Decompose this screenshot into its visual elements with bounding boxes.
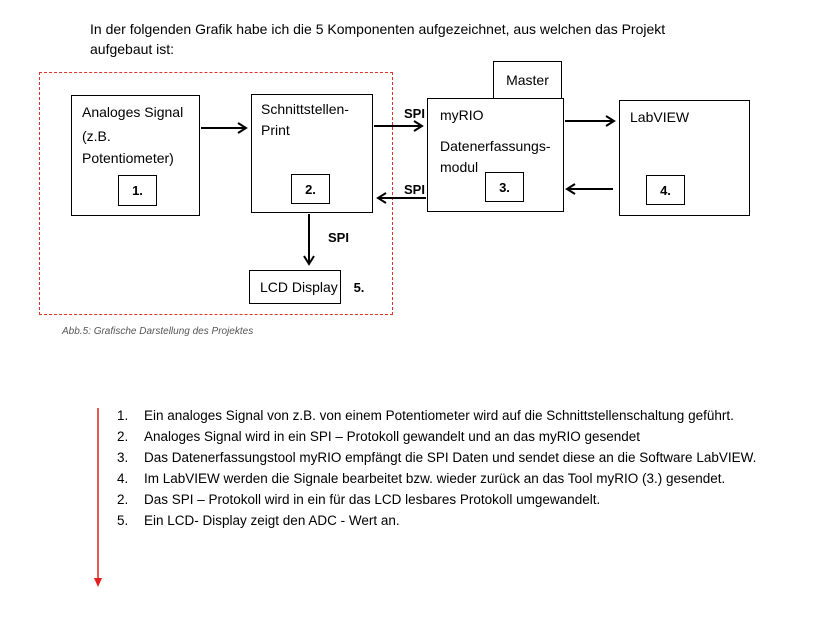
interface-print-title: Schnittstellen-	[261, 101, 349, 117]
spi-label-bottom: SPI	[404, 182, 425, 197]
figure-caption: Abb.5: Grafische Darstellung des Projekt…	[62, 326, 254, 337]
red-side-arrow	[94, 408, 102, 587]
lcd-display-label: LCD Display	[260, 279, 338, 295]
steps-list: 1.Ein analoges Signal von z.B. von einem…	[117, 405, 757, 531]
master-box: Master	[493, 61, 562, 99]
myrio-subtitle: Datenerfassungs-	[440, 138, 551, 154]
spi-label-down: SPI	[328, 230, 349, 245]
list-item: 5.Ein LCD- Display zeigt den ADC - Wert …	[117, 513, 400, 528]
myrio-title: myRIO	[440, 107, 484, 123]
analog-signal-potentiometer: Potentiometer)	[82, 150, 174, 166]
spi-label-top: SPI	[404, 106, 425, 121]
myrio-subtitle-cont: modul	[440, 159, 479, 175]
analog-signal-example: (z.B.	[82, 128, 111, 144]
myrio-number: 3.	[485, 172, 524, 202]
analog-signal-title: Analoges Signal	[82, 104, 184, 120]
analog-signal-number: 1.	[118, 175, 157, 206]
list-item: 4.Im LabVIEW werden die Signale bearbeit…	[117, 471, 726, 486]
list-item: 2.Das SPI – Protokoll wird in ein für da…	[117, 492, 601, 507]
labview-number: 4.	[646, 175, 685, 205]
dashed-group-frame	[39, 72, 393, 315]
list-item: 3.Das Datenerfassungstool myRIO empfängt…	[117, 450, 757, 465]
lcd-display-number: 5.	[340, 270, 377, 304]
intro-paragraph: In der folgenden Grafik habe ich die 5 K…	[90, 21, 666, 57]
interface-print-number: 2.	[291, 174, 330, 204]
master-label: Master	[506, 72, 549, 88]
list-item: 1.Ein analoges Signal von z.B. von einem…	[117, 408, 734, 423]
labview-title: LabVIEW	[630, 109, 690, 125]
list-item: 2.Analoges Signal wird in ein SPI – Prot…	[117, 429, 641, 444]
interface-print-subtitle: Print	[261, 122, 290, 138]
